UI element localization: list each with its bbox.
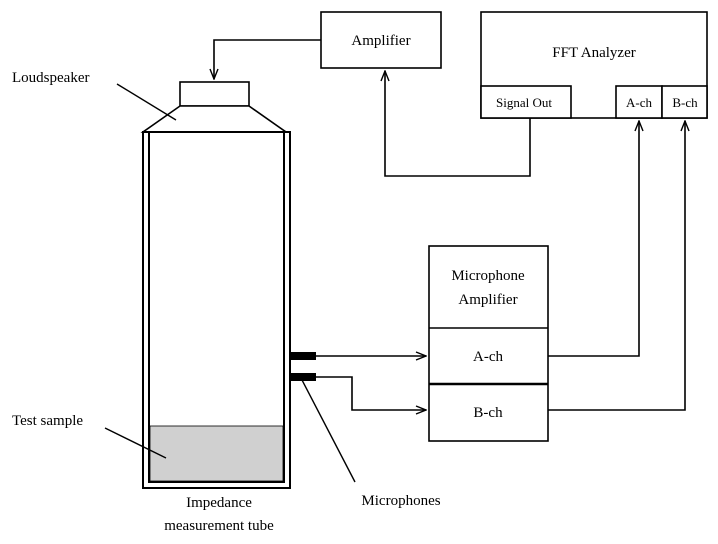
test-sample-label: Test sample xyxy=(12,413,83,429)
amplifier-box: Amplifier xyxy=(320,11,442,69)
mic-amp-a-ch-label: A-ch xyxy=(473,349,503,365)
amplifier-label: Amplifier xyxy=(351,33,410,49)
loudspeaker-leader-line xyxy=(116,83,177,121)
microphones-label: Microphones xyxy=(361,493,440,509)
test-sample-fill xyxy=(149,425,284,482)
fft-analyzer-label: FFT Analyzer xyxy=(552,45,635,61)
loudspeaker xyxy=(140,81,289,133)
signal-out-port xyxy=(480,85,572,119)
test-sample-leader-line xyxy=(104,427,167,459)
mic-amp-b-ch-label: B-ch xyxy=(473,405,503,421)
microphones-leader-line xyxy=(301,379,356,483)
wire-signal-out-to-amplifier xyxy=(385,71,531,177)
wire-amp-b-to-fft xyxy=(548,121,685,411)
fft-a-ch-label: A-ch xyxy=(626,95,652,110)
loudspeaker-label: Loudspeaker xyxy=(12,70,89,86)
impedance-tube xyxy=(142,131,291,489)
microphone-plug-b xyxy=(290,373,316,381)
wire-mic-b-to-amp xyxy=(316,376,426,410)
microphone-amplifier: Microphone Amplifier A-ch B-ch xyxy=(428,245,549,442)
tube-label-line1: Impedance xyxy=(186,495,252,511)
fft-b-ch-label: B-ch xyxy=(672,95,698,110)
fft-b-ch-port xyxy=(661,85,708,119)
tube-label-line2: measurement tube xyxy=(164,518,274,534)
mic-amp-label-line1: Microphone xyxy=(451,268,525,284)
microphone-plug-a xyxy=(290,352,316,360)
fft-analyzer: FFT Analyzer Signal Out A-ch B-ch xyxy=(480,11,708,119)
mic-amp-label-line2: Amplifier xyxy=(458,292,517,308)
signal-out-label: Signal Out xyxy=(496,95,552,110)
wire-amplifier-to-loudspeaker xyxy=(214,39,321,79)
wire-amp-a-to-fft xyxy=(548,121,639,357)
